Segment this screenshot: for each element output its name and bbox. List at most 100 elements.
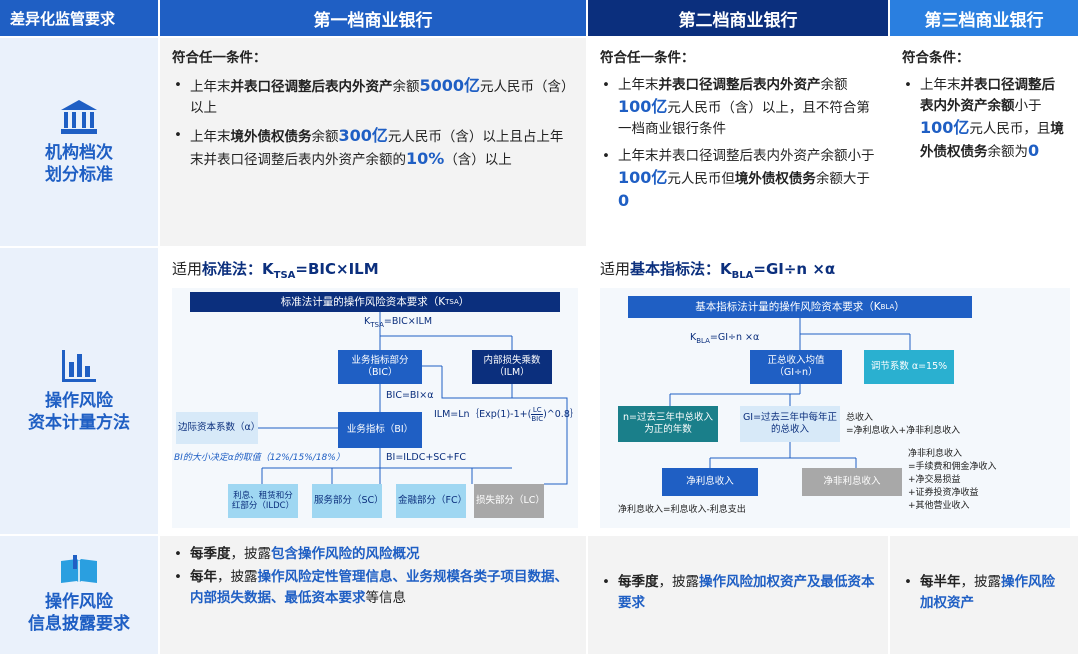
t: ，披露: [217, 569, 258, 585]
disclosure-tier2: 每季度，披露操作风险加权资产及最低资本要求: [588, 536, 890, 656]
nii-box: 净利息收入: [662, 468, 758, 496]
t: )^0.8｝: [543, 409, 580, 420]
t: 余额: [820, 77, 848, 93]
nii-note: 净利息收入=利息收入-利息支出: [618, 505, 746, 515]
bi-note: BI的大小决定α的取值（12%/15%/18%）: [174, 453, 345, 463]
classification-tier2: 符合任一条件： 上年末并表口径调整后表内外资产余额100亿元人民币（含）以上，且…: [588, 38, 890, 248]
header-tier3-label: 第三档商业银行: [924, 10, 1044, 31]
t: =BIC×ILM: [383, 316, 433, 327]
header-requirements: 差异化监管要求: [0, 0, 160, 38]
ildc-box: 利息、租赁和分红部分（ILDC）: [228, 484, 298, 518]
classification-tier3-lead: 符合条件：: [902, 50, 970, 66]
t: 上年末并表口径调整后表内外资产余额小于: [618, 148, 875, 164]
standard-approach-title: 适用标准法：KTSA=BIC×ILM: [172, 258, 379, 281]
t: 操作风险定性管理信息、业务规模各类子项目数据、内部损失数据、最低资本要求: [190, 569, 568, 606]
standard-diagram-connectors: [258, 310, 568, 485]
disclosure-tier3-item-1: 每半年，披露操作风险加权资产: [902, 572, 1068, 614]
disclosure-tier1-item-2: 每年，披露操作风险定性管理信息、业务规模各类子项目数据、内部损失数据、最低资本要…: [172, 567, 576, 609]
fc-box: 金融部分（FC）: [396, 484, 467, 518]
t: 上年末: [190, 129, 231, 145]
basic-indicator-title: 适用基本指标法：KBLA=GI÷n ×α: [600, 258, 835, 281]
row-classification-title-2: 划分标准: [45, 165, 113, 185]
t: 并表口径调整后表内外资产: [658, 77, 821, 93]
t: 余额为: [987, 144, 1029, 160]
bi-box: 业务指标（BI）: [338, 412, 422, 448]
t: 标准法计量的操作风险资本要求（K: [280, 296, 446, 308]
t: ，披露: [230, 546, 272, 562]
t: 5000亿: [419, 76, 481, 95]
t: 元人民币，且: [969, 121, 1051, 137]
ilm-box: 内部损失乘数（ILM）: [472, 350, 552, 384]
bank-icon: [61, 100, 97, 134]
t: 每季度: [618, 574, 659, 590]
t: 100亿: [920, 118, 970, 137]
row-classification-title: 机构档次 划分标准: [45, 142, 113, 186]
bi-formula: BI=ILDC+SC+FC: [386, 452, 467, 463]
classification-tier3: 符合条件： 上年末并表口径调整后表内外资产余额小于100亿元人民币，且境外债权债…: [890, 38, 1080, 248]
t: 包含操作风险的风险概况: [271, 546, 420, 562]
t: 元人民币（含）以上，且不符合第一档商业银行条件: [618, 100, 870, 137]
t: 元人民币但: [667, 171, 735, 187]
classification-tier2-item-1: 上年末并表口径调整后表内外资产余额 100亿元人民币（含）以上，且不符合第一档商业…: [600, 75, 878, 140]
disclosure-tier3: 每半年，披露操作风险加权资产: [890, 536, 1080, 656]
basic-diagram-connectors: [669, 318, 911, 468]
t: TSA: [273, 270, 296, 281]
t: ，披露: [658, 574, 700, 590]
t: TSA: [370, 320, 384, 329]
t: LC: [531, 406, 544, 415]
t: BLA: [880, 303, 895, 311]
header-requirements-label: 差异化监管要求: [10, 9, 116, 28]
t: BLA: [696, 336, 710, 345]
t: 每季度: [190, 546, 231, 562]
n-years-box: n=过去三年中总收入为正的年数: [618, 406, 718, 442]
t: 境外债权债务: [920, 121, 1064, 160]
t: TSA: [445, 298, 459, 306]
header-tier2: 第二档商业银行: [588, 0, 890, 38]
t: =GI÷n ×α: [753, 260, 836, 278]
t: 每半年: [920, 574, 961, 590]
t: 上年末: [618, 77, 659, 93]
row-classification-title-1: 机构档次: [45, 143, 113, 163]
t: 并表口径调整后表内外资产: [230, 79, 393, 95]
t: 0: [1028, 141, 1040, 160]
kbla-formula-label: KBLA=GI÷n ×α: [690, 332, 759, 345]
disclosure-tier1: 每季度，披露包含操作风险的风险概况 每年，披露操作风险定性管理信息、业务规模各类…: [160, 536, 588, 656]
t: 10%: [406, 149, 445, 168]
ktsa-formula-label: KTSA=BIC×ILM: [364, 316, 432, 329]
t: 100亿: [618, 97, 668, 116]
row-method-title-2: 资本计量方法: [28, 413, 130, 433]
avg-income-box: 正总收入均值（GI÷n）: [750, 350, 842, 384]
t: （含）以上: [444, 152, 512, 168]
bar-chart-icon: [62, 350, 96, 382]
t: 基本指标法计量的操作风险资本要求（K: [695, 301, 881, 313]
classification-tier2-item-2: 上年末并表口径调整后表内外资产余额小于100亿元人民币但境外债权债务余额大于0: [600, 146, 878, 213]
row-disclosure-title-2: 信息披露要求: [28, 614, 130, 634]
t: =BIC×ILM: [295, 260, 379, 278]
t: 小于: [1014, 98, 1042, 114]
t: 0: [618, 191, 630, 210]
t: 操作风险加权资产: [920, 574, 1055, 611]
t: BIC: [531, 415, 544, 423]
t: 并表口径调整后表内外资产余额: [920, 77, 1055, 114]
t: =净利息收入+净非利息收入: [846, 426, 961, 436]
t: ，披露: [960, 574, 1002, 590]
t: =GI÷n ×α: [709, 332, 760, 343]
row-classification-side: 机构档次 划分标准: [0, 38, 160, 248]
t: 操作风险加权资产及最低资本要求: [618, 574, 875, 611]
row-disclosure-title-1: 操作风险: [45, 592, 113, 612]
t: 基本指标法：: [630, 260, 721, 278]
t: K: [720, 260, 732, 278]
t: ILM=Ln｛Exp(1)-1+(: [434, 409, 532, 420]
t: K: [364, 316, 371, 327]
row-disclosure-side: 操作风险 信息披露要求: [0, 536, 160, 656]
disclosure-tier2-item-1: 每季度，披露操作风险加权资产及最低资本要求: [600, 572, 878, 614]
t: ）: [458, 296, 470, 308]
t: 余额: [392, 79, 420, 95]
t: 元人民币（含）以上: [190, 79, 575, 116]
t: 余额大于: [815, 171, 870, 187]
t: 适用: [172, 260, 203, 278]
t: +净交易损益: [908, 475, 961, 485]
